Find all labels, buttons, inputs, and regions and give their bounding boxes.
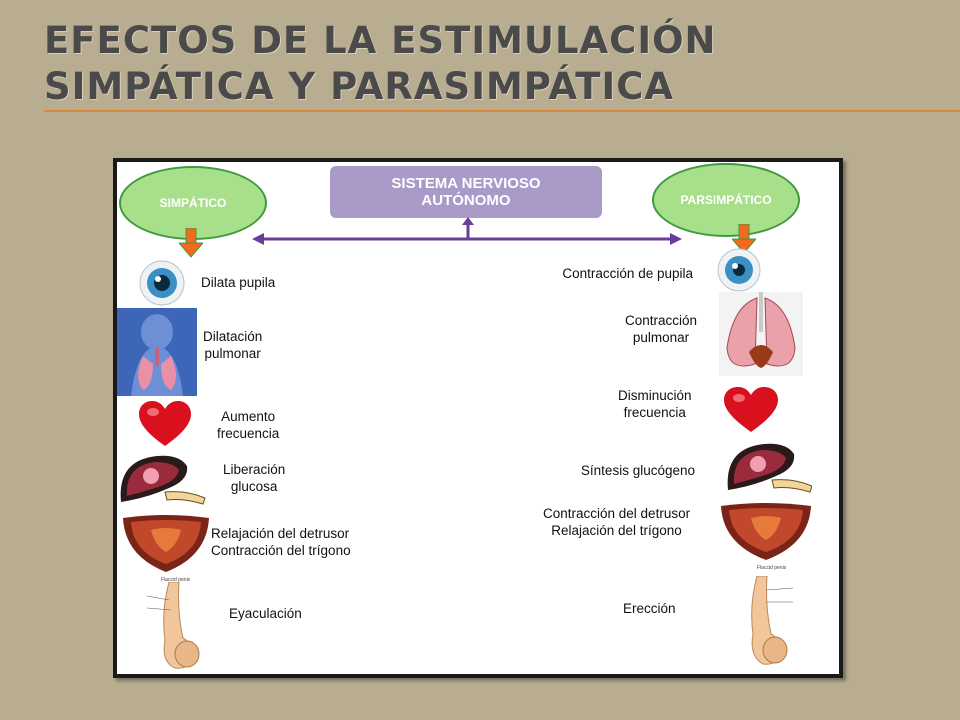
connector-stem-arrow [462,217,474,239]
parasympathetic-node-label: PARSIMPÁTICO [680,193,772,207]
title-underline [44,110,960,112]
liver-icon [727,443,812,493]
anatomy-caption: Flaccid penis [161,577,191,583]
bladder-icon [721,503,811,560]
slide-title: EFECTOS DE LA ESTIMULACIÓN SIMPÁTICA Y P… [44,19,717,108]
male-anatomy-icon [751,576,794,665]
lungs-icon [117,308,197,396]
bladder-icon [123,515,209,572]
effect-label: Síntesis glucógeno [580,463,695,478]
parasympathetic-node: PARSIMPÁTICO [652,163,800,237]
effect-label: Eyaculación [229,606,302,621]
liver-icon [120,455,206,505]
male-anatomy-icon [147,582,200,669]
eye-icon [139,260,185,306]
effect-label: Contracción de pupila [562,266,693,281]
eye-icon [717,248,761,292]
connector-double-arrow [252,233,682,245]
autonomic-system-label: SISTEMA NERVIOSO AUTÓNOMO [391,175,541,209]
heart-icon [139,401,191,446]
parasympathetic-down-arrow [732,224,756,254]
diagram-frame: SIMPÁTICO PARSIMPÁTICO SISTEMA NERVIOSO … [113,158,843,678]
effect-label: Erección [623,601,676,616]
anatomy-caption: Flaccid penis [757,565,787,571]
effect-label: Dilata pupila [201,275,276,290]
lungs-icon [719,292,803,376]
heart-icon [724,387,778,432]
autonomic-system-box: SISTEMA NERVIOSO AUTÓNOMO [330,166,602,218]
sympathetic-node-label: SIMPÁTICO [159,196,227,210]
sympathetic-down-arrow [179,228,203,258]
